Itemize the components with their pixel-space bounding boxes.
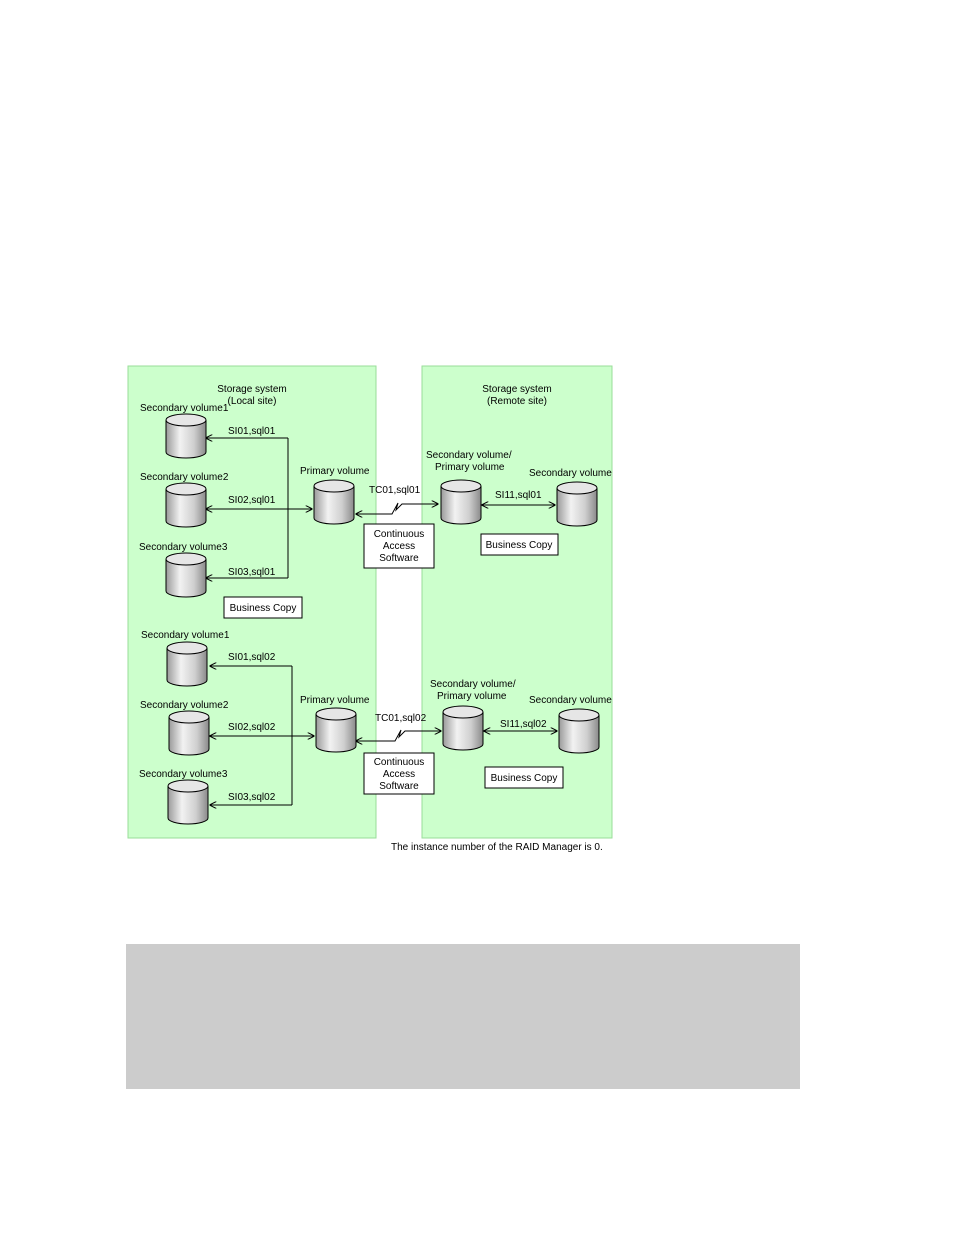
- remote-site-panel: [421, 365, 613, 839]
- si01-link-label: SI01,sql02: [228, 652, 276, 663]
- secondary-volume-3-label: Secondary volume3: [139, 769, 228, 780]
- continuous-access-line-3: Software: [379, 781, 419, 792]
- remote-business-copy-label: Business Copy: [491, 773, 558, 784]
- remote-svpv-label-line-2: Primary volume: [437, 691, 507, 702]
- tc-link: [356, 730, 441, 741]
- tc-link-label: TC01,sql01: [369, 485, 421, 496]
- si11-link-label: SI11,sql01: [495, 490, 542, 501]
- remote-svpv-label-line-1: Secondary volume/: [430, 679, 516, 690]
- remote-secondary-volume-icon: [558, 708, 600, 754]
- continuous-access-line-3: Software: [379, 553, 419, 564]
- local-site-subtitle: (Local site): [228, 396, 277, 407]
- si03-link-label: SI03,sql02: [228, 792, 276, 803]
- tc-link-label: TC01,sql02: [375, 713, 427, 724]
- continuous-access-box: [363, 523, 435, 569]
- remote-site-title: Storage system: [482, 384, 551, 395]
- local-business-copy-label: Business Copy: [230, 603, 297, 614]
- primary-volume-icon: [313, 479, 355, 525]
- continuous-access-line-2: Access: [383, 769, 415, 780]
- remote-business-copy-box: [480, 533, 559, 556]
- si01-link-label: SI01,sql01: [228, 426, 276, 437]
- remote-secondary-volume-icon: [556, 481, 598, 527]
- remote-secondary-volume-label: Secondary volume: [529, 468, 612, 479]
- continuous-access-line-1: Continuous: [374, 757, 425, 768]
- primary-volume-icon: [315, 707, 357, 753]
- local-business-copy-box: [223, 596, 303, 619]
- remote-business-copy-label: Business Copy: [486, 540, 553, 551]
- local-site-title: Storage system: [217, 384, 286, 395]
- secondary-volume-1-icon: [166, 641, 208, 687]
- secondary-volume-2-label: Secondary volume2: [140, 700, 229, 711]
- continuous-access-line-1: Continuous: [374, 529, 425, 540]
- gray-placeholder-panel: [126, 944, 800, 1089]
- si11-link-label: SI11,sql02: [500, 719, 547, 730]
- group-2: Secondary volume1 Secondary volume2 Seco…: [139, 630, 612, 825]
- group-1: Secondary volume1 Secondary volume2 Seco…: [139, 403, 612, 619]
- primary-volume-label: Primary volume: [300, 695, 370, 706]
- secondary-volume-1-label: Secondary volume1: [141, 630, 230, 641]
- si03-link-label: SI03,sql01: [228, 567, 276, 578]
- secondary-volume-1-icon: [165, 413, 207, 459]
- secondary-volume-1-label: Secondary volume1: [140, 403, 229, 414]
- primary-volume-label: Primary volume: [300, 466, 370, 477]
- secondary-volume-3-label: Secondary volume3: [139, 542, 228, 553]
- remote-site-subtitle: (Remote site): [487, 396, 547, 407]
- remote-svpv-label-line-1: Secondary volume/: [426, 450, 512, 461]
- tc-link: [356, 503, 438, 514]
- continuous-access-box: [363, 752, 435, 795]
- secondary-volume-2-icon: [168, 710, 210, 756]
- secondary-volume-3-icon: [167, 779, 209, 825]
- si02-link-label: SI02,sql02: [228, 722, 276, 733]
- continuous-access-line-2: Access: [383, 541, 415, 552]
- remote-business-copy-box: [484, 766, 564, 789]
- raid-manager-note: The instance number of the RAID Manager …: [391, 842, 603, 853]
- remote-svpv-label-line-2: Primary volume: [435, 462, 505, 473]
- remote-secondary-volume-label: Secondary volume: [529, 695, 612, 706]
- si02-link-label: SI02,sql01: [228, 495, 276, 506]
- remote-svpv-icon: [442, 705, 484, 751]
- secondary-volume-2-label: Secondary volume2: [140, 472, 229, 483]
- remote-svpv-icon: [440, 479, 482, 525]
- secondary-volume-3-icon: [165, 552, 207, 598]
- secondary-volume-2-icon: [165, 482, 207, 528]
